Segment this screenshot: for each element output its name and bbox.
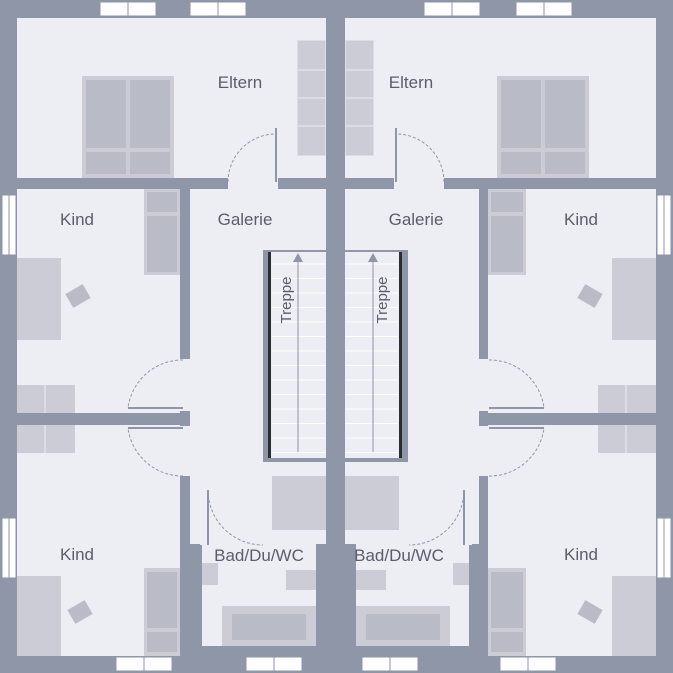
bathroom-left-fixtures: [202, 476, 326, 646]
door-swings: [127, 133, 545, 546]
window-mullions: [8, 2, 665, 671]
door-openings: [178, 176, 491, 545]
stair-steps-left: [272, 263, 326, 453]
stair-label-right: Treppe: [374, 277, 391, 324]
room-label-eltern-right: Eltern: [389, 73, 433, 92]
stair-arrowhead-left: [293, 253, 303, 262]
room-label-galerie-right: Galerie: [389, 210, 444, 229]
party-wall: [326, 0, 345, 673]
wardrobe-left: [296, 39, 327, 157]
kind-left-top-furniture: [17, 189, 180, 413]
kind-right-top-furniture: [488, 189, 656, 413]
room-label-galerie-left: Galerie: [218, 210, 273, 229]
wardrobe-right: [344, 39, 375, 157]
stair-label-left: Treppe: [278, 277, 295, 324]
room-label-kind-left-top: Kind: [60, 210, 94, 229]
stair-steps-right: [345, 263, 398, 453]
bathroom-right-fixtures: [345, 476, 469, 646]
room-label-kind-right-top: Kind: [564, 210, 598, 229]
room-label-bad-right: Bad/Du/WC: [354, 546, 444, 565]
double-bed-right: [497, 76, 589, 178]
room-label-kind-right-bottom: Kind: [564, 545, 598, 564]
door-leaves: [128, 128, 544, 545]
double-bed-left: [82, 76, 174, 178]
room-label-eltern-left: Eltern: [218, 73, 262, 92]
stair-arrowhead-right: [368, 253, 378, 262]
room-label-kind-left-bottom: Kind: [60, 545, 94, 564]
room-label-bad-left: Bad/Du/WC: [214, 546, 304, 565]
kind-right-bottom-furniture: [488, 425, 656, 656]
kind-left-bottom-furniture: [17, 425, 180, 656]
staircase-left: [268, 252, 326, 458]
